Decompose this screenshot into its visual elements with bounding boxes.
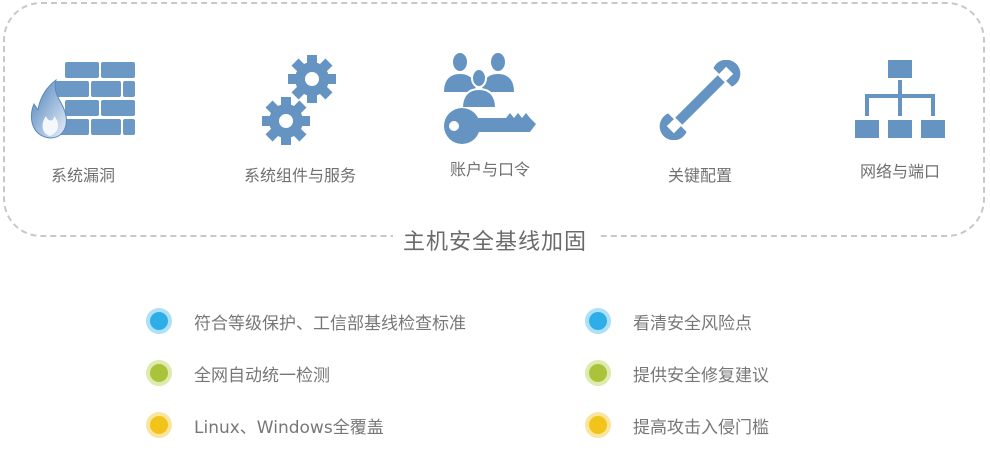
bullet-dot-yellow-icon (585, 412, 611, 438)
item-key-config: 关键配置 (610, 50, 790, 186)
panel-title: 主机安全基线加固 (392, 224, 598, 256)
bullet-dot-blue-icon (585, 308, 611, 334)
bullet-dot-blue-icon (146, 308, 172, 334)
item-label: 系统漏洞 (50, 166, 115, 185)
feature-text: 看清安全风险点 (633, 313, 752, 334)
item-label: 网络与端口 (859, 162, 940, 181)
firewall-icon (0, 50, 173, 150)
feature-left-3: Linux、Windows全覆盖 (146, 412, 384, 438)
feature-right-1: 看清安全风险点 (585, 308, 752, 334)
feature-right-3: 提高攻击入侵门槛 (585, 412, 769, 438)
feature-left-2: 全网自动统一检测 (146, 360, 330, 386)
item-label: 账户与口令 (449, 160, 530, 179)
bullet-dot-green-icon (146, 360, 172, 386)
feature-right-2: 提供安全修复建议 (585, 360, 769, 386)
item-label: 关键配置 (667, 166, 732, 185)
item-network-ports: 网络与端口 (810, 50, 990, 182)
feature-text: 提供安全修复建议 (633, 365, 769, 386)
feature-left-1: 符合等级保护、工信部基线检查标准 (146, 308, 466, 334)
feature-text: 提高攻击入侵门槛 (633, 417, 769, 438)
wrench-icon (610, 50, 790, 150)
item-account-password: 账户与口令 (400, 50, 580, 180)
item-system-components: 系统组件与服务 (210, 50, 390, 186)
feature-text: Linux、Windows全覆盖 (194, 417, 384, 438)
feature-text: 全网自动统一检测 (194, 365, 330, 386)
bullet-dot-green-icon (585, 360, 611, 386)
item-label: 系统组件与服务 (243, 166, 356, 185)
item-system-vulnerability: 系统漏洞 (0, 50, 173, 186)
network-icon (810, 50, 990, 150)
feature-text: 符合等级保护、工信部基线检查标准 (194, 313, 466, 334)
bullet-dot-yellow-icon (146, 412, 172, 438)
users-key-icon (400, 50, 580, 150)
gears-icon (210, 50, 390, 150)
